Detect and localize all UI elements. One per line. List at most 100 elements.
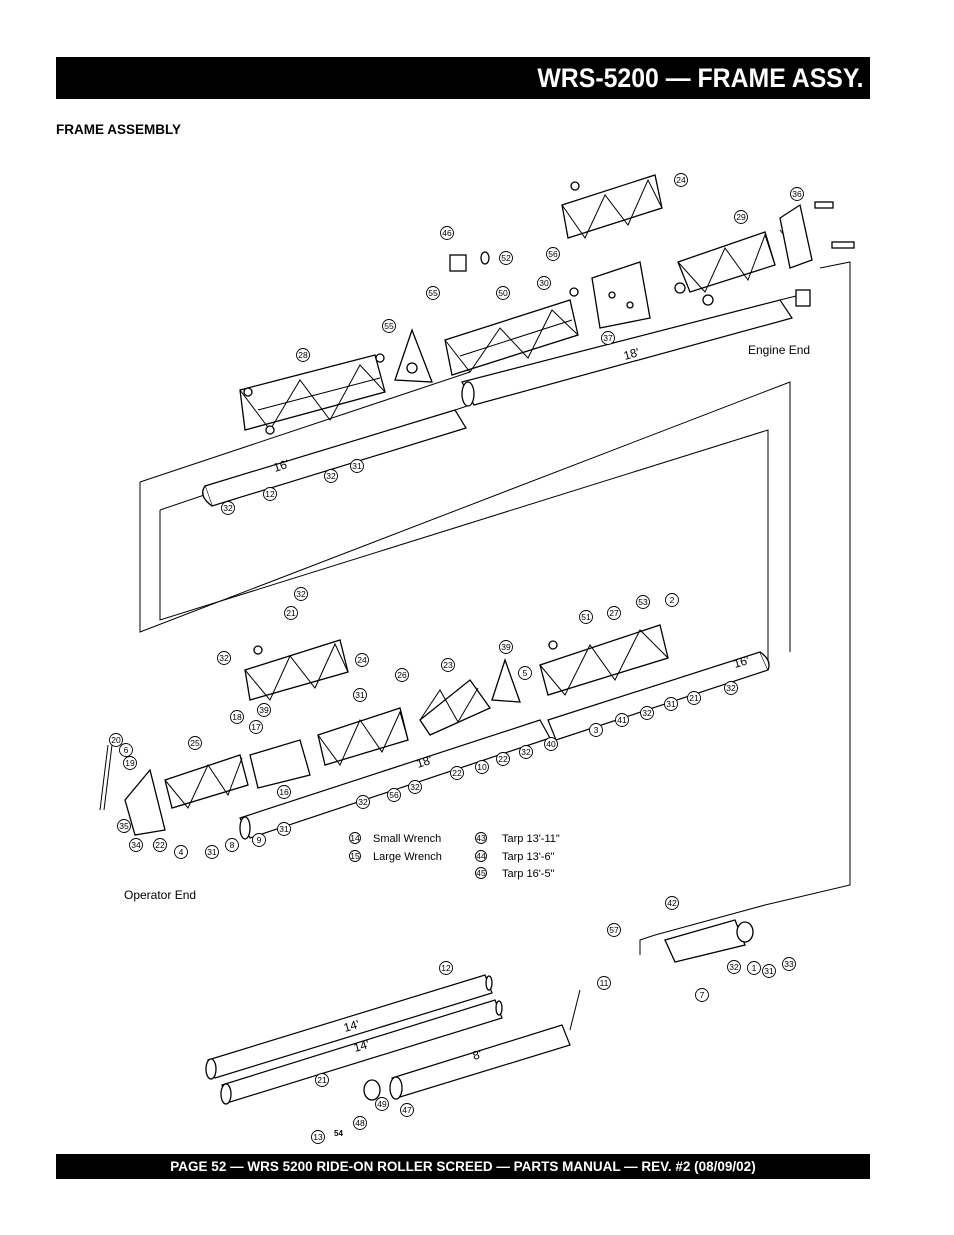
svg-text:15: 15 bbox=[350, 851, 360, 861]
legend-num-45: 45 bbox=[475, 867, 487, 879]
upper-tube-18 bbox=[461, 289, 811, 407]
svg-text:50: 50 bbox=[498, 288, 508, 298]
truss-23 bbox=[419, 679, 491, 736]
svg-text:43: 43 bbox=[476, 833, 486, 843]
tube-length-14a: 14' bbox=[342, 1017, 361, 1035]
coupler-47 bbox=[363, 1079, 381, 1101]
svg-text:48: 48 bbox=[355, 1118, 365, 1128]
bottom-tube-8 bbox=[389, 989, 581, 1100]
svg-text:44: 44 bbox=[476, 851, 486, 861]
svg-text:27: 27 bbox=[609, 608, 619, 618]
svg-text:32: 32 bbox=[642, 708, 652, 718]
tube-length-18-upper: 18' bbox=[622, 345, 641, 363]
svg-text:22: 22 bbox=[452, 768, 462, 778]
svg-text:32: 32 bbox=[729, 962, 739, 972]
svg-text:39: 39 bbox=[501, 642, 511, 652]
callout-52: 52 bbox=[499, 251, 513, 265]
svg-text:9: 9 bbox=[257, 835, 262, 845]
svg-text:3: 3 bbox=[594, 725, 599, 735]
svg-text:19: 19 bbox=[125, 758, 135, 768]
svg-text:21: 21 bbox=[317, 1075, 327, 1085]
callout-13: 13 bbox=[311, 1130, 325, 1144]
svg-text:16: 16 bbox=[279, 787, 289, 797]
callout-40: 40 bbox=[544, 737, 558, 751]
callout-49: 49 bbox=[375, 1097, 389, 1111]
callout-37: 37 bbox=[601, 331, 615, 345]
callout-55: 55 bbox=[382, 319, 396, 333]
callout-31: 31 bbox=[277, 822, 291, 836]
callout-24: 24 bbox=[674, 173, 688, 187]
callout-21: 21 bbox=[687, 691, 701, 705]
svg-text:10: 10 bbox=[477, 762, 487, 772]
svg-text:40: 40 bbox=[546, 739, 556, 749]
svg-text:32: 32 bbox=[296, 589, 306, 599]
callout-55: 55 bbox=[426, 286, 440, 300]
truss-26 bbox=[317, 707, 409, 766]
callout-32: 32 bbox=[324, 469, 338, 483]
svg-text:32: 32 bbox=[726, 683, 736, 693]
callout-3: 3 bbox=[589, 723, 603, 737]
callout-53: 53 bbox=[636, 595, 650, 609]
legend-num-43: 43 bbox=[475, 832, 487, 844]
svg-text:56: 56 bbox=[548, 249, 558, 259]
svg-text:8: 8 bbox=[230, 840, 235, 850]
bolts-upper-right bbox=[814, 201, 855, 249]
svg-text:35: 35 bbox=[119, 821, 129, 831]
callout-10: 10 bbox=[475, 760, 489, 774]
engine-end-label: Engine End bbox=[748, 343, 810, 357]
callout-32: 32 bbox=[217, 651, 231, 665]
callout-39: 39 bbox=[499, 640, 513, 654]
callout-39: 39 bbox=[257, 703, 271, 717]
callout-6: 6 bbox=[119, 743, 133, 757]
callout-22: 22 bbox=[153, 838, 167, 852]
coupler-33 bbox=[664, 919, 754, 963]
svg-text:22: 22 bbox=[498, 754, 508, 764]
end-plate-37 bbox=[591, 261, 651, 329]
svg-text:5: 5 bbox=[523, 668, 528, 678]
svg-text:17: 17 bbox=[251, 722, 261, 732]
svg-text:33: 33 bbox=[784, 959, 794, 969]
callout-31: 31 bbox=[762, 964, 776, 978]
callout-30: 30 bbox=[537, 276, 551, 290]
bottom-tube-14b bbox=[220, 999, 503, 1105]
legend-text-44: Tarp 13'-6" bbox=[502, 851, 555, 863]
svg-text:32: 32 bbox=[219, 653, 229, 663]
truss-28 bbox=[239, 353, 386, 435]
svg-text:34: 34 bbox=[131, 840, 141, 850]
svg-text:6: 6 bbox=[124, 745, 129, 755]
svg-text:39: 39 bbox=[259, 705, 269, 715]
svg-text:4: 4 bbox=[179, 847, 184, 857]
svg-text:22: 22 bbox=[155, 840, 165, 850]
callout-34: 34 bbox=[129, 838, 143, 852]
callout-56: 56 bbox=[546, 247, 560, 261]
callout-32: 32 bbox=[356, 795, 370, 809]
cap-46-plug-52 bbox=[449, 251, 490, 272]
svg-text:18: 18 bbox=[232, 712, 242, 722]
callout-32: 32 bbox=[408, 780, 422, 794]
svg-text:32: 32 bbox=[358, 797, 368, 807]
callout-46: 46 bbox=[440, 226, 454, 240]
callout-51: 51 bbox=[579, 610, 593, 624]
svg-text:53: 53 bbox=[638, 597, 648, 607]
callout-22: 22 bbox=[450, 766, 464, 780]
callout-12: 12 bbox=[263, 487, 277, 501]
legend-num-14: 14 bbox=[349, 832, 361, 844]
callout-32: 32 bbox=[727, 960, 741, 974]
callout-8: 8 bbox=[225, 838, 239, 852]
callout-29: 29 bbox=[734, 210, 748, 224]
callout-32: 32 bbox=[221, 501, 235, 515]
truss-50 bbox=[444, 287, 579, 376]
callout-50: 50 bbox=[496, 286, 510, 300]
svg-text:37: 37 bbox=[603, 333, 613, 343]
callout-56: 56 bbox=[387, 788, 401, 802]
footer-text: PAGE 52 — WRS 5200 RIDE-ON ROLLER SCREED… bbox=[170, 1159, 756, 1174]
svg-text:29: 29 bbox=[736, 212, 746, 222]
truss-24-upper bbox=[561, 174, 663, 239]
svg-text:20: 20 bbox=[111, 735, 121, 745]
svg-text:57: 57 bbox=[609, 925, 619, 935]
legend-text-15: Large Wrench bbox=[373, 851, 442, 863]
callout-20: 20 bbox=[109, 733, 123, 747]
callout-33: 33 bbox=[782, 957, 796, 971]
callout-48: 48 bbox=[353, 1116, 367, 1130]
